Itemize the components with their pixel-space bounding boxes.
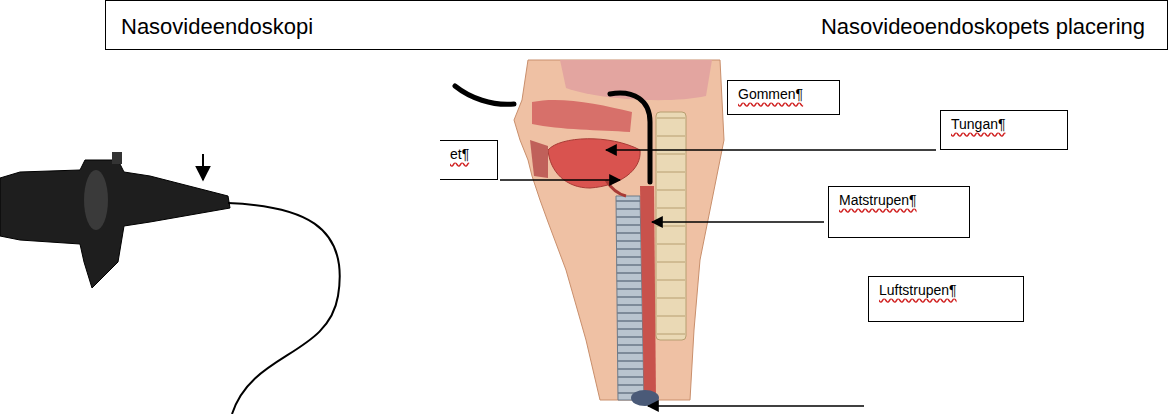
label-box: Tungan¶ [940,110,1068,150]
mask [340,104,460,136]
label-box: et¶ [440,140,498,180]
label-text: Gommen¶ [738,86,803,102]
heading-text: Nasovideoendoskopets placering [821,14,1145,40]
heading-text: Nasovideendoskopi [121,14,313,40]
endoscope [0,152,340,414]
label-text: et¶ [450,146,469,162]
head-section [514,60,724,406]
label-box: Matstrupen¶ [828,186,970,238]
header-box: Nasovideendoskopi Nasovideoendoskopets pl… [105,0,1168,50]
pointer-arrow [203,154,204,180]
label-box: Gommen¶ [727,80,840,115]
label-text: Tungan¶ [951,116,1005,132]
label-box: Luftstrupen¶ [868,276,1024,322]
label-text: Luftstrupen¶ [879,282,957,298]
label-text: Matstrupen¶ [839,192,917,208]
